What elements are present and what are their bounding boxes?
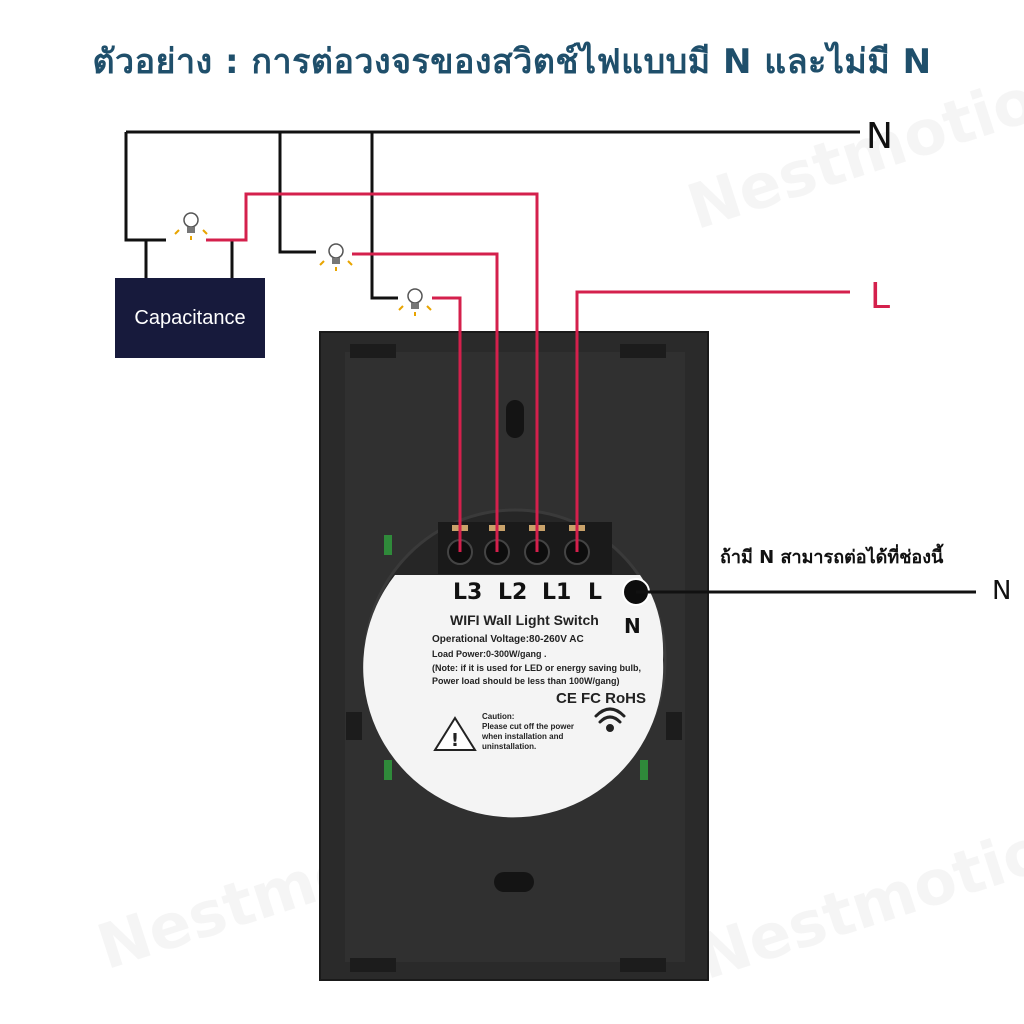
terminal-label-l2: L2 <box>498 580 528 605</box>
plate-clip <box>350 344 396 358</box>
bulb-icon <box>174 212 208 240</box>
live-label: L <box>870 276 891 317</box>
caution-text: Caution: Please cut off the power when i… <box>482 712 592 752</box>
device-spec: Load Power:0-300W/gang . <box>432 649 547 659</box>
caution-body: Please cut off the power when installati… <box>482 722 575 751</box>
plate-clip <box>620 344 666 358</box>
cert-marks: CE FC RoHS <box>556 690 646 707</box>
device-name: WIFI Wall Light Switch <box>450 612 599 628</box>
plate-clip <box>350 958 396 972</box>
neutral-wires <box>124 130 976 594</box>
warning-icon: ! <box>433 716 477 751</box>
bulb-icon <box>398 288 432 316</box>
green-indicator <box>384 760 392 780</box>
page-title: ตัวอย่าง : การต่อวงจรของสวิตช์ไฟแบบมี N … <box>92 42 932 82</box>
terminal-label-l: L <box>588 580 603 605</box>
mount-slot <box>494 872 534 892</box>
terminal-label-l3: L3 <box>453 580 483 605</box>
label-disc <box>363 575 664 818</box>
neutral-note: ถ้ามี N สามารถต่อได้ที่ช่องนี้ <box>720 547 944 568</box>
neutral-side-label: N <box>992 576 1012 606</box>
neutral-label: N <box>866 116 893 157</box>
green-indicator <box>640 760 648 780</box>
green-indicator <box>384 535 392 555</box>
device-spec: Power load should be less than 100W/gang… <box>432 676 620 686</box>
capacitance-box: Capacitance <box>115 278 265 358</box>
live-wires <box>206 192 850 552</box>
capacitance-label: Capacitance <box>134 306 246 329</box>
hole-n-label: N <box>624 614 641 638</box>
mount-slot <box>346 712 362 740</box>
wifi-icon <box>594 707 626 732</box>
device-spec: (Note: if it is used for LED or energy s… <box>432 663 642 673</box>
device-spec: Operational Voltage:80-260V AC <box>432 634 584 645</box>
mount-slot <box>666 712 682 740</box>
bulb-icon <box>319 243 353 271</box>
mount-slot <box>506 400 524 438</box>
caution-title: Caution: <box>482 712 515 721</box>
svg-text:!: ! <box>451 730 459 751</box>
terminal-label-l1: L1 <box>542 580 572 605</box>
plate-clip <box>620 958 666 972</box>
